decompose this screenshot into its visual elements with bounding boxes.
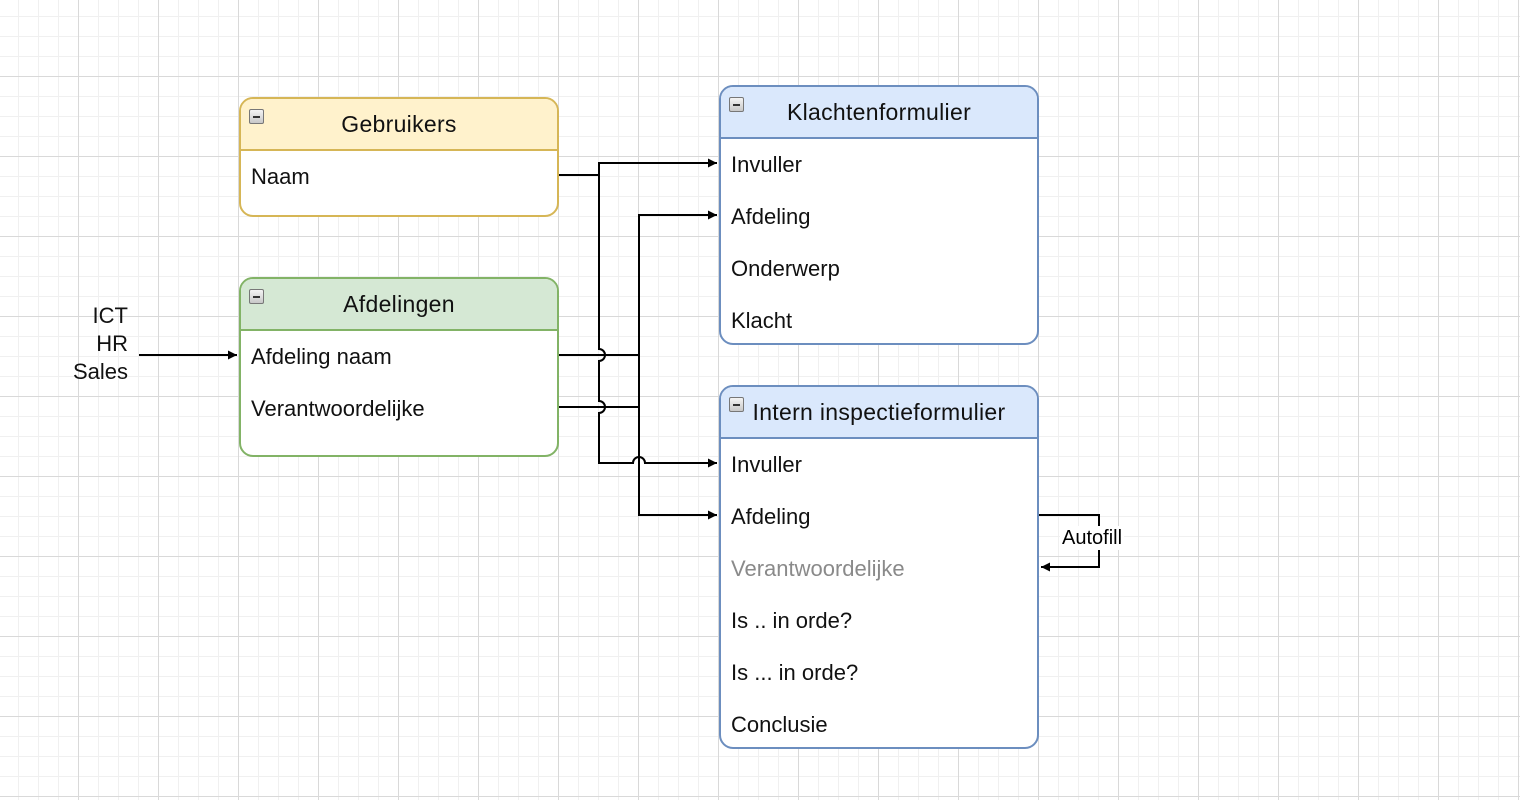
field-is-in-orde-1[interactable]: Is .. in orde? [731, 608, 853, 633]
entity-afdelingen[interactable]: Afdelingen Afdeling naam Verantwoordelij… [239, 277, 559, 457]
entity-afdelingen-header[interactable]: Afdelingen [241, 279, 557, 331]
entity-title: Gebruikers [341, 110, 457, 137]
field-naam[interactable]: Naam [251, 164, 310, 189]
input-value-sales: Sales [72, 359, 128, 384]
collapse-icon[interactable] [729, 97, 744, 112]
connector-naam-to-klacht-invuller[interactable] [559, 158, 717, 176]
field-afdeling-naam[interactable]: Afdeling naam [251, 344, 392, 369]
entity-gebruikers-header[interactable]: Gebruikers [241, 99, 557, 151]
field-invuller[interactable]: Invuller [731, 452, 802, 477]
entity-title: Afdelingen [343, 290, 455, 317]
entity-gebruikers[interactable]: Gebruikers Naam [239, 97, 559, 217]
connector-afdeling-naam-to-intern-afdeling[interactable] [638, 355, 717, 520]
field-onderwerp[interactable]: Onderwerp [731, 256, 840, 281]
entity-intern-inspectieformulier-header[interactable]: Intern inspectieformulier [721, 387, 1037, 439]
field-invuller[interactable]: Invuller [731, 152, 802, 177]
field-conclusie[interactable]: Conclusie [731, 712, 828, 737]
entity-klachtenformulier-header[interactable]: Klachtenformulier [721, 87, 1037, 139]
connector-naam-to-intern-invuller[interactable] [598, 175, 717, 468]
field-klacht[interactable]: Klacht [731, 308, 793, 333]
field-verantwoordelijke[interactable]: Verantwoordelijke [731, 556, 905, 581]
entity-title: Klachtenformulier [786, 98, 972, 125]
autofill-label: Autofill [1060, 526, 1125, 550]
field-afdeling[interactable]: Afdeling [731, 204, 811, 229]
entity-intern-inspectieformulier[interactable]: Intern inspectieformulier Invuller Afdel… [719, 385, 1039, 749]
collapse-icon[interactable] [249, 109, 264, 124]
input-value-ict: ICT [92, 303, 128, 328]
entity-klachtenformulier[interactable]: Klachtenformulier Invuller Afdeling Onde… [719, 85, 1039, 345]
collapse-icon[interactable] [729, 397, 744, 412]
input-value-hr: HR [96, 331, 128, 356]
collapse-icon[interactable] [249, 289, 264, 304]
entity-title: Intern inspectieformulier [752, 398, 1006, 425]
field-is-in-orde-2[interactable]: Is ... in orde? [731, 660, 859, 685]
connector-afdeling-naam-to-klacht-afdeling[interactable] [559, 210, 717, 356]
field-afdeling[interactable]: Afdeling [731, 504, 811, 529]
field-verantwoordelijke[interactable]: Verantwoordelijke [251, 396, 425, 421]
